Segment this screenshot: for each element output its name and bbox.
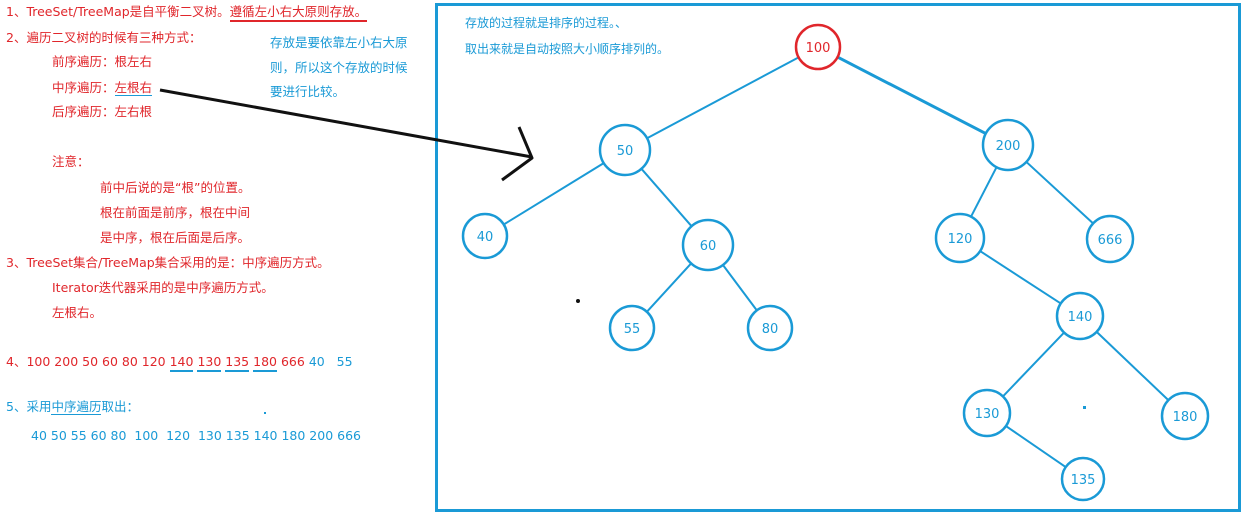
panel-caption-2: 取出来就是自动按照大小顺序排列的。: [465, 42, 670, 56]
edge-50-40: [503, 162, 605, 226]
node-60: 60: [681, 218, 735, 272]
note-line-3b: Iterator迭代器采用的是中序遍历方式。: [52, 280, 274, 295]
node-circle: [608, 304, 656, 352]
side-note-1: 存放是要依靠左小右大原: [270, 35, 408, 50]
node-label: 666: [1098, 233, 1123, 248]
note-line-4-value-130: 130: [197, 354, 222, 372]
node-100: 100: [794, 23, 842, 71]
node-80: 80: [746, 304, 794, 352]
edge-100-50: [646, 56, 800, 140]
note-line-5-values: 40 50 55 60 80 100 120 130 135 140 180 2…: [31, 428, 361, 443]
note-inorder: 中序遍历：左根右: [52, 80, 153, 96]
edge-100-200: [836, 55, 987, 135]
note-attention-2: 根在前面是前序，根在中间: [100, 205, 251, 220]
node-circle: [746, 304, 794, 352]
note-line-1: 1、TreeSet/TreeMap是自平衡二叉树。遵循左小右大原则存放。: [6, 4, 368, 22]
stray-dot-blue: [1083, 406, 1086, 409]
node-circle: [794, 23, 842, 71]
node-circle: [934, 212, 986, 264]
arrow-shaft: [159, 88, 533, 159]
note-attention-1: 前中后说的是“根”的位置。: [100, 180, 251, 195]
node-circle: [461, 212, 509, 260]
node-135: 135: [1060, 456, 1106, 502]
note-line-4-value-135: 135: [225, 354, 250, 372]
note-line-4: 4、100 200 50 60 80 120 140 130 135 180 6…: [6, 354, 353, 372]
node-circle: [681, 218, 735, 272]
note-attention-title: 注意：: [52, 154, 90, 169]
note-inorder-emphasis: 左根右: [114, 80, 153, 96]
node-label: 130: [975, 407, 1000, 422]
node-circle: [962, 388, 1012, 438]
panel-caption-1: 存放的过程就是排序的过程。、: [465, 16, 628, 30]
node-circle: [1085, 214, 1135, 264]
node-label: 180: [1173, 410, 1198, 425]
tree-panel: [435, 3, 1241, 512]
note-emphasis-store-rule: 遵循左小右大原则存放。: [229, 4, 368, 22]
note-line-5: 5、采用中序遍历取出：: [6, 399, 139, 415]
note-line-4-value-140: 140: [169, 354, 194, 372]
node-label: 100: [806, 41, 831, 56]
note-line-5-emphasis: 中序遍历: [51, 399, 102, 415]
edge-120-140: [979, 250, 1062, 305]
node-label: 200: [996, 139, 1021, 154]
node-55: 55: [608, 304, 656, 352]
note-postorder: 后序遍历：左右根: [52, 104, 153, 119]
node-label: 50: [617, 144, 634, 159]
note-preorder: 前序遍历：根左右: [52, 54, 153, 69]
pointer-arrow: [159, 88, 534, 182]
node-120: 120: [934, 212, 986, 264]
node-label: 80: [762, 322, 779, 337]
node-circle: [1060, 456, 1106, 502]
tree-edges: [503, 55, 1170, 468]
node-50: 50: [598, 123, 652, 177]
node-circle: [981, 118, 1035, 172]
tree-nodes: 100 50 200 40 60 55 80 120 666 140 130 180 135: [461, 23, 1210, 502]
node-200: 200: [981, 118, 1035, 172]
node-label: 135: [1071, 473, 1096, 488]
stray-dot-blue-small: [264, 412, 266, 414]
node-label: 140: [1068, 310, 1093, 325]
node-circle: [1160, 391, 1210, 441]
stray-dot: [576, 299, 580, 303]
edge-130-135: [1005, 425, 1067, 468]
node-circle: [1055, 291, 1105, 341]
node-130: 130: [962, 388, 1012, 438]
note-attention-3: 是中序，根在后面是后序。: [100, 230, 251, 245]
edge-60-80: [722, 264, 758, 311]
arrow-head: [501, 126, 534, 182]
node-140: 140: [1055, 291, 1105, 341]
edge-140-180: [1095, 331, 1170, 401]
node-180: 180: [1160, 391, 1210, 441]
edge-200-666: [1025, 161, 1094, 225]
node-circle: [598, 123, 652, 177]
side-note-3: 要进行比较。: [270, 84, 346, 99]
node-label: 40: [477, 230, 494, 245]
note-line-3: 3、TreeSet集合/TreeMap集合采用的是：中序遍历方式。: [6, 255, 330, 270]
node-label: 60: [700, 239, 717, 254]
node-40: 40: [461, 212, 509, 260]
edge-200-120: [970, 166, 998, 218]
edge-140-130: [1002, 331, 1065, 398]
edge-50-60: [640, 168, 693, 227]
node-label: 120: [948, 232, 973, 247]
node-label: 55: [624, 322, 641, 337]
note-line-4-value-180: 180: [253, 354, 277, 372]
note-line-2: 2、遍历二叉树的时候有三种方式：: [6, 30, 202, 45]
note-line-3c: 左根右。: [52, 305, 103, 320]
side-note-2: 则，所以这个存放的时候: [270, 60, 408, 75]
note-line-4-blue-values: 40 55: [308, 354, 353, 369]
edge-60-55: [646, 262, 692, 313]
node-666: 666: [1085, 214, 1135, 264]
